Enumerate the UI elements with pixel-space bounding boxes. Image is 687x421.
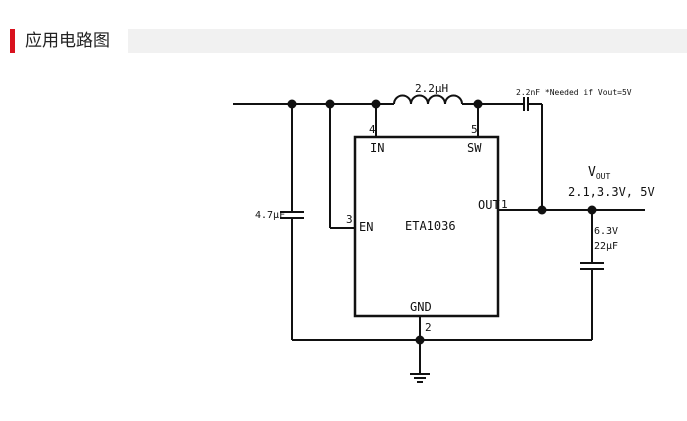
in-pin-number: 4 [369, 123, 376, 136]
vout-label: VOUT [588, 165, 610, 181]
sw-pin-number: 5 [471, 123, 478, 136]
gnd-pin-number: 2 [425, 321, 432, 334]
junction-dot [325, 99, 335, 109]
output-cap-value-label: 22µF [594, 241, 618, 252]
junction-dot [371, 99, 381, 109]
inductor-value-label: 2.2µH [415, 82, 448, 95]
ic-body [353, 135, 500, 318]
ff-cap-label: 2.2nF *Needed if Vout=5V [516, 88, 632, 97]
in-pin-label: IN [370, 141, 384, 155]
junction-dot [587, 205, 597, 215]
vout-values-label: 2.1,3.3V, 5V [568, 185, 655, 199]
junction-dot [415, 335, 425, 345]
section-header: 应用电路图 [10, 29, 687, 53]
ic-name-label: ETA1036 [405, 219, 456, 233]
header-background [128, 29, 687, 53]
junction-dot [537, 205, 547, 215]
input-cap-label: 4.7µF [255, 210, 285, 221]
en-pin-number: 3 [346, 213, 353, 226]
vout-main: V [588, 165, 596, 180]
out-pin-label: OUT [478, 198, 500, 212]
vout-subscript: OUT [596, 172, 611, 181]
header-accent-bar [10, 29, 15, 53]
out-pin-number: 1 [501, 198, 508, 211]
output-cap-voltage-label: 6.3V [594, 226, 618, 237]
section-title: 应用电路图 [25, 31, 110, 51]
sw-pin-label: SW [467, 141, 482, 155]
en-pin-label: EN [359, 220, 373, 234]
inductor-symbol [393, 94, 463, 105]
gnd-pin-label: GND [410, 300, 432, 314]
junction-dot [287, 99, 297, 109]
junction-dot [473, 99, 483, 109]
